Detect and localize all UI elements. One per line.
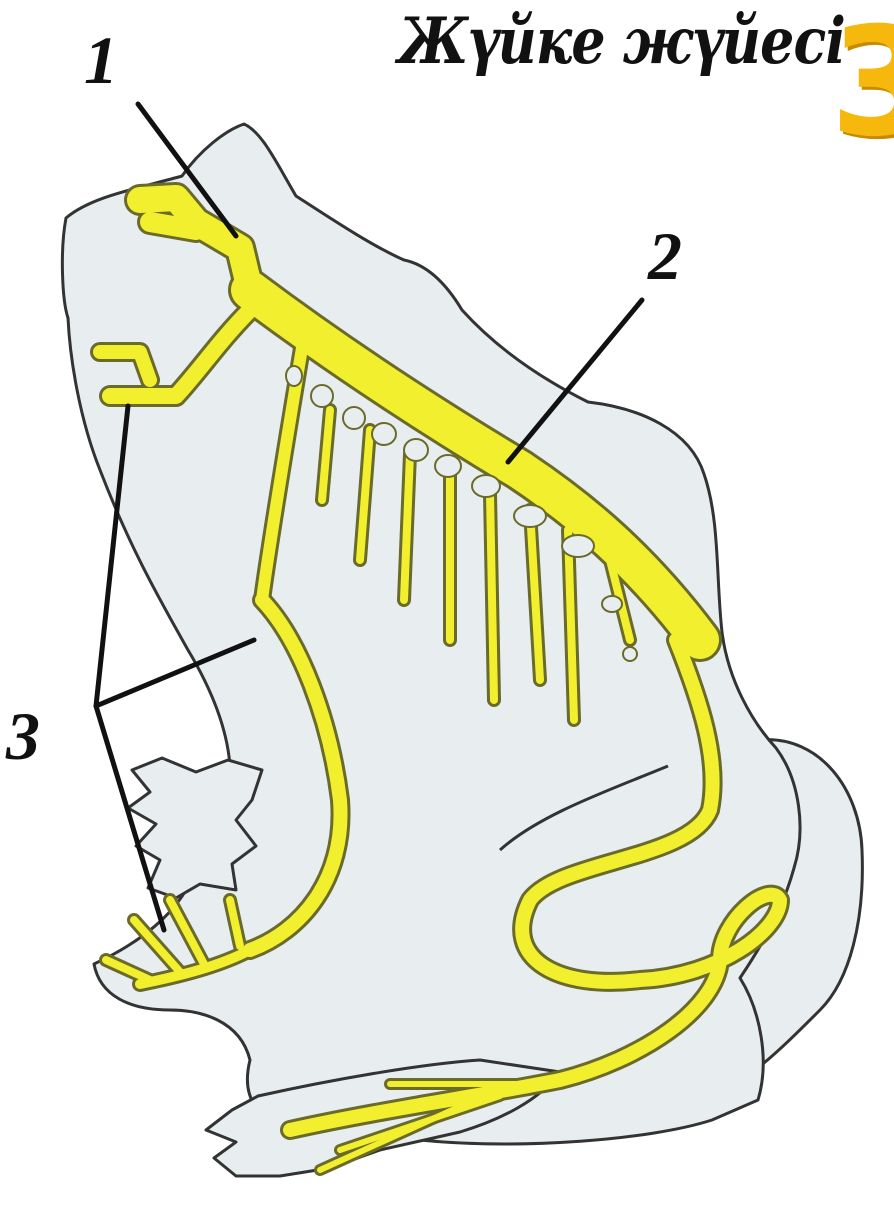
label-brain: 1	[84, 26, 118, 94]
diagram-title: Жүйке жүйесі	[398, 4, 845, 79]
corner-number-mark: 3	[830, 8, 894, 158]
label-nerves: 3	[6, 702, 40, 770]
frog-body	[62, 124, 862, 1176]
label-spinal-cord: 2	[648, 222, 682, 290]
